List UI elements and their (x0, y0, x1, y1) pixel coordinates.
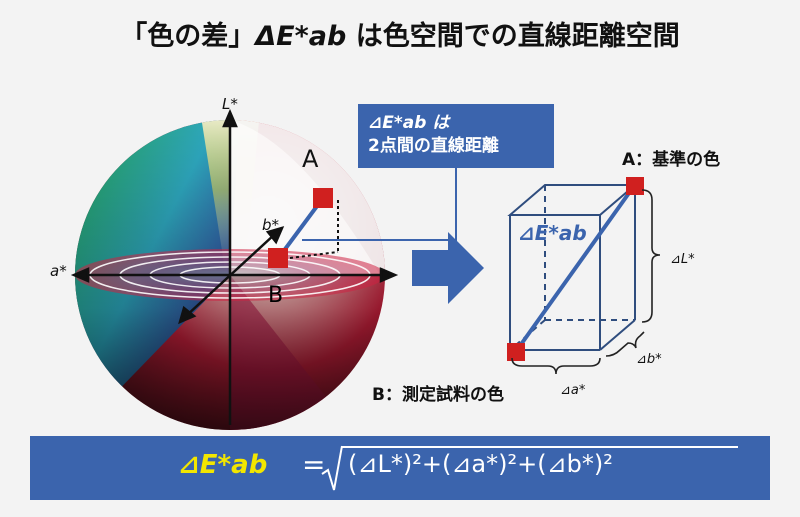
label-delta-E-box: ⊿E*ab (518, 221, 587, 245)
delta-box (507, 184, 638, 351)
formula-lhs: ⊿E*ab (178, 450, 268, 480)
delta-line (515, 184, 636, 352)
point-A-marker (313, 188, 333, 208)
label-reference-color: A：基準の色 (622, 150, 721, 170)
label-delta-L: ⊿L* (670, 252, 695, 267)
label-delta-a: ⊿a* (560, 383, 586, 398)
label-b-axis: b* (262, 216, 280, 234)
label-a-axis: a* (50, 262, 67, 280)
page-title: 「色の差」ΔE*ab は色空間での直線距離空間 (0, 14, 800, 53)
arrow-icon (412, 232, 484, 304)
formula-equals: = (302, 448, 326, 481)
sqrt-bar (342, 446, 738, 448)
brace-dL (641, 189, 661, 323)
brace-db (605, 331, 645, 357)
title-delta: ΔE*ab (255, 21, 347, 52)
formula-rhs: (⊿L*)²+(⊿a*)²+(⊿b*)² (348, 450, 613, 478)
brace-da (511, 357, 601, 375)
title-prefix: 「色の差」 (120, 21, 256, 52)
title-suffix: は色空間での直線距離空間 (346, 21, 680, 52)
b-axis-line (185, 233, 276, 317)
label-point-A: A (302, 145, 319, 173)
callout-line2: 2点間の直線距離 (368, 136, 499, 156)
label-L-axis: L* (222, 95, 238, 113)
color-sphere (70, 108, 399, 430)
point-B-marker (268, 248, 288, 268)
box-point-B (507, 343, 525, 361)
formula-bar: ⊿E*ab = (⊿L*)²+(⊿a*)²+(⊿b*)² (30, 436, 770, 500)
label-sample-color: B：測定試料の色 (372, 385, 504, 405)
callout-line1: ⊿E*ab は (368, 113, 450, 133)
box-point-A (626, 177, 644, 195)
label-point-B: B (268, 283, 284, 308)
label-delta-b: ⊿b* (636, 352, 662, 367)
callout-box: ⊿E*ab は 2点間の直線距離 (358, 104, 554, 168)
sqrt-icon (321, 445, 343, 491)
